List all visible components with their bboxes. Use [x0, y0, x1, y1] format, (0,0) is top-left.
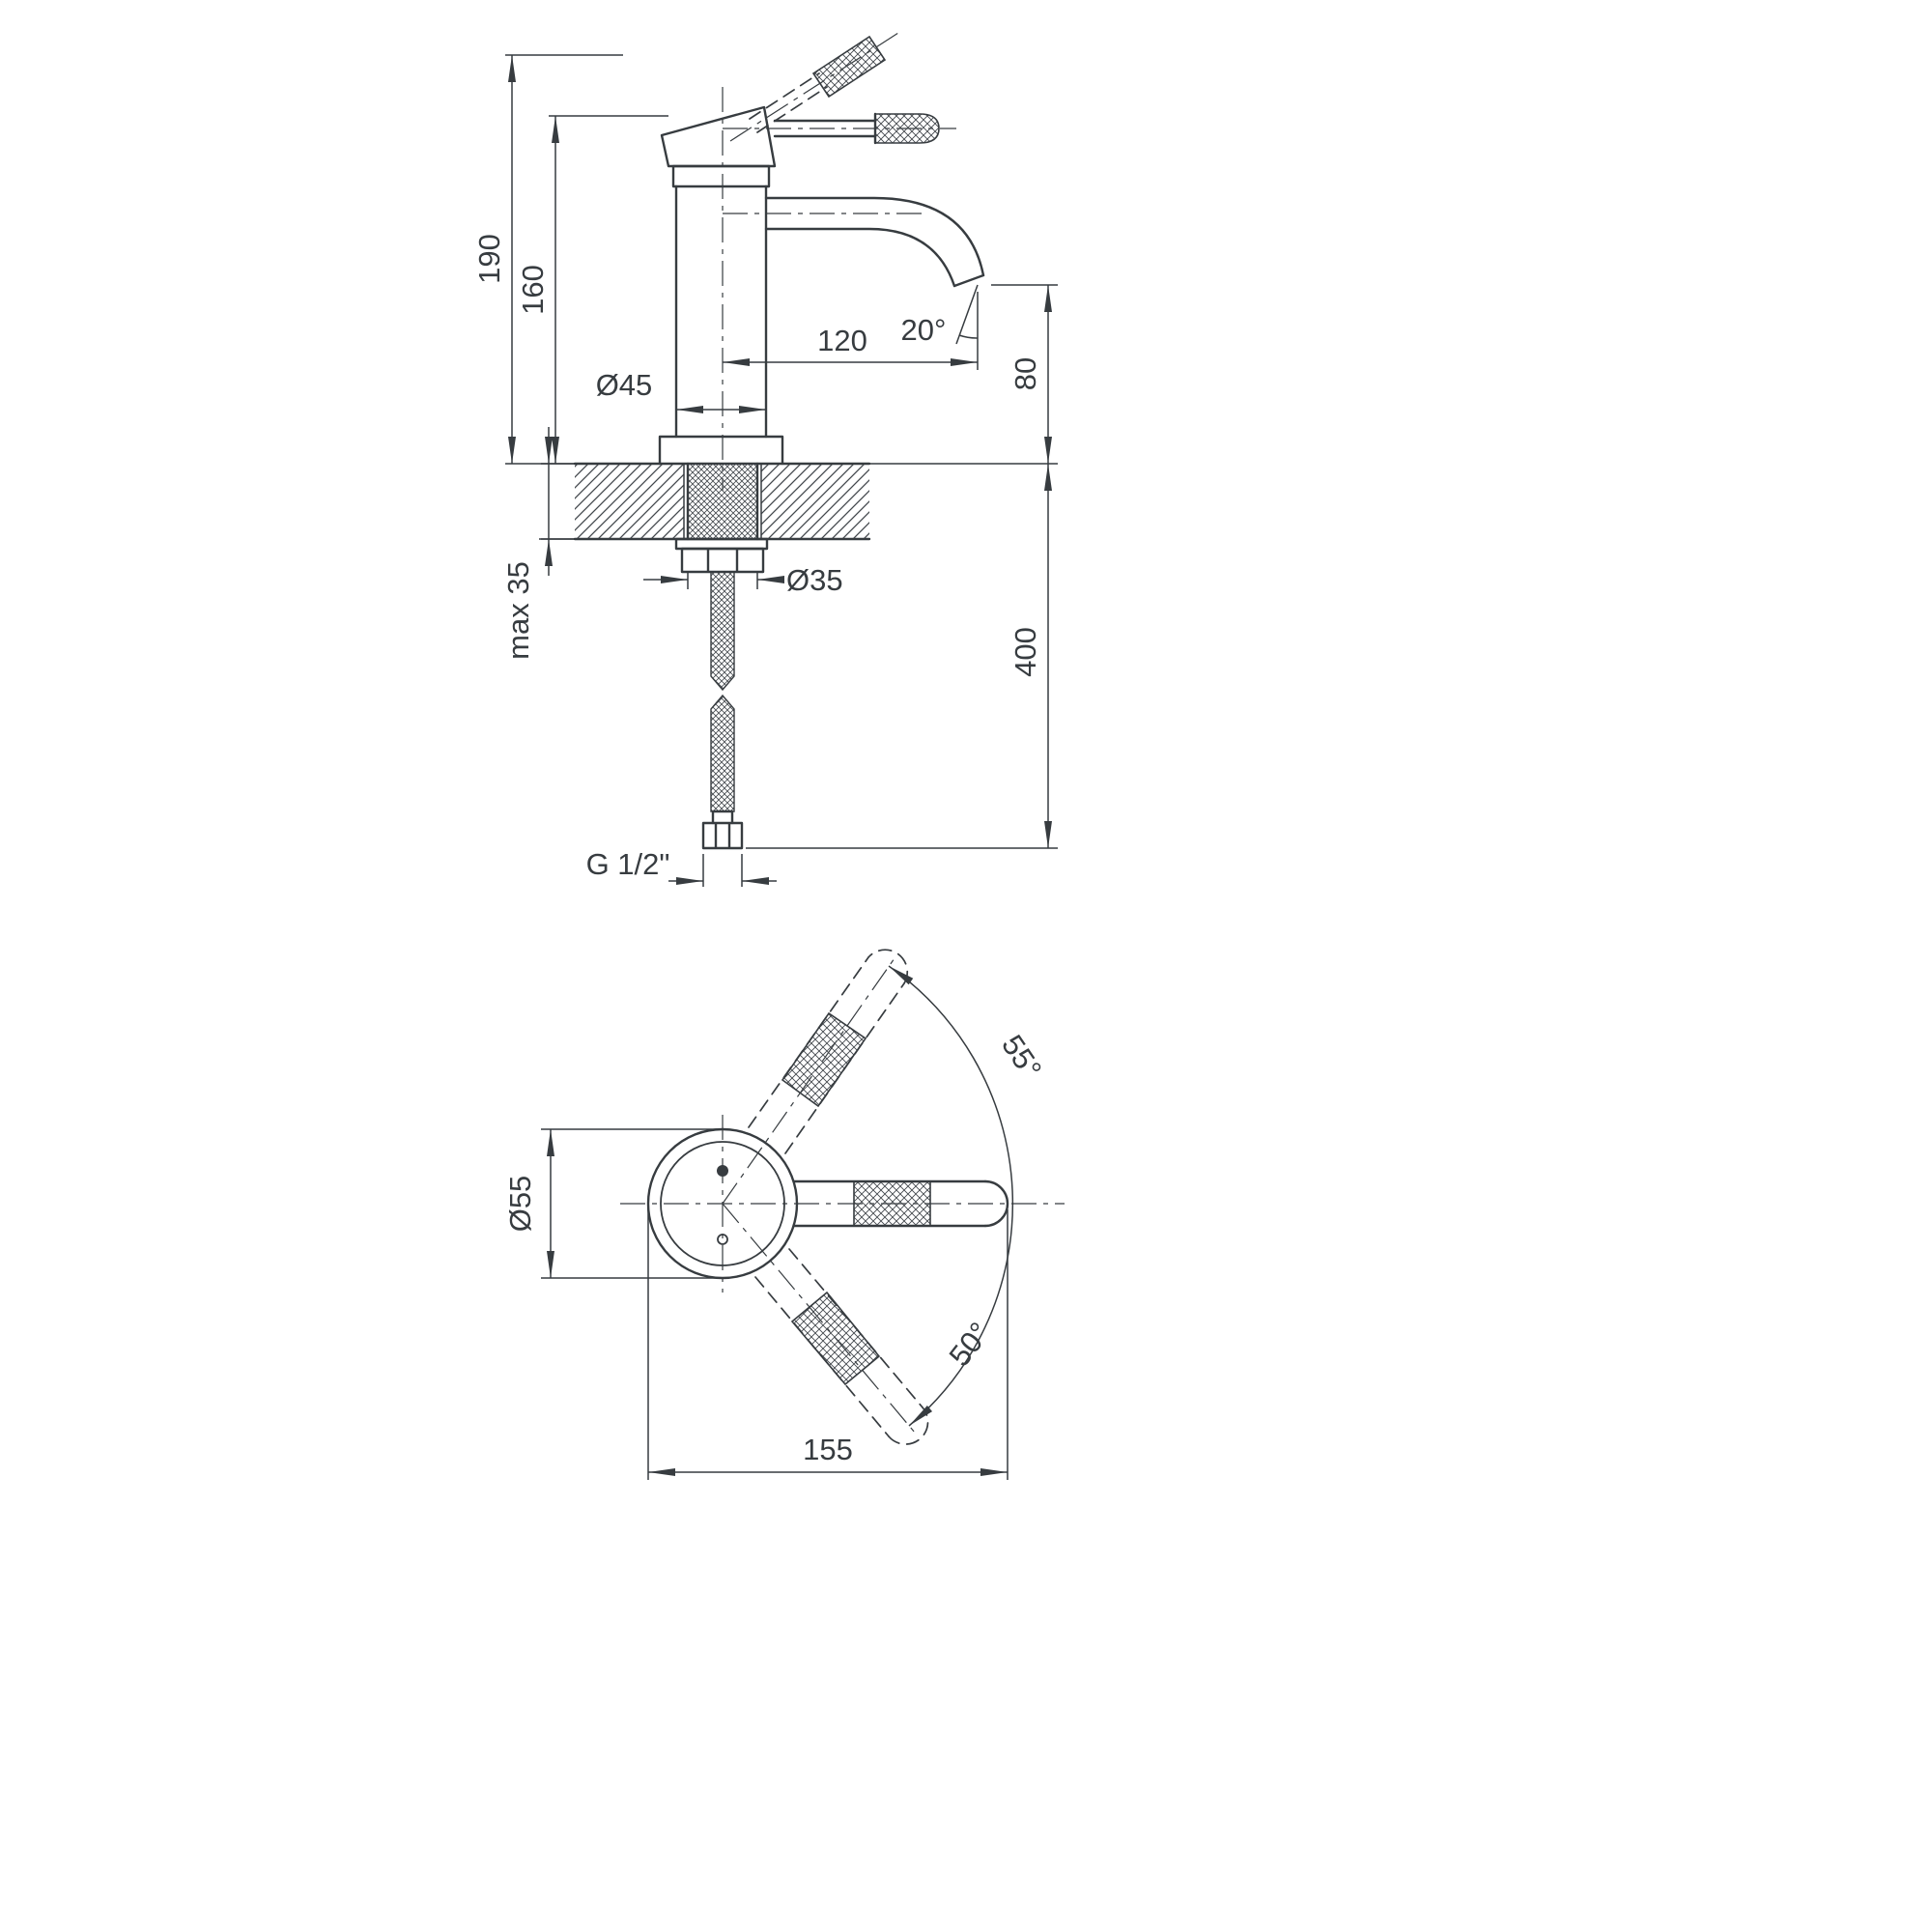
spout-tip-face — [952, 273, 985, 288]
dim-max-deck-thickness-label: max 35 — [501, 561, 535, 660]
counter-hole-edges — [683, 464, 762, 539]
dim-spout-reach-label: 120 — [817, 324, 867, 357]
hose-fitting-stub — [711, 810, 734, 825]
countertop-section — [505, 462, 1058, 541]
dim-body-height: 160 — [516, 115, 668, 464]
dim-thread-size: G 1/2" — [586, 847, 777, 887]
hose-fitting-nut — [701, 821, 744, 850]
supply-hose — [701, 571, 1058, 850]
handle-top-end-cap — [983, 1179, 1009, 1228]
dim-handle-length-label: 155 — [803, 1433, 853, 1466]
body-collar — [671, 164, 771, 188]
dim-shank-diameter-label: Ø35 — [786, 563, 843, 597]
dim-shank-diameter: Ø35 — [643, 563, 843, 597]
counter-hatch-left — [575, 465, 684, 538]
dim-spout-angle-label: 20° — [901, 313, 947, 347]
centerlines-front — [722, 32, 956, 491]
shank-thread-texture — [688, 464, 757, 539]
dim-body-diameter-front-label: Ø45 — [596, 368, 653, 402]
handle-top-knurl — [853, 1180, 931, 1227]
body-outer-circle — [646, 1127, 799, 1280]
dim-body-diameter-top-label: Ø55 — [503, 1176, 537, 1233]
dim-spout-reach: 120 — [723, 292, 979, 370]
dim-max-deck-thickness: max 35 — [501, 427, 578, 660]
spout-inner-line — [764, 227, 956, 288]
cartridge-cap-tilted — [660, 105, 777, 168]
dim-spout-outlet-height-label: 80 — [1009, 357, 1042, 390]
shank-washer — [674, 537, 769, 551]
dim-hose-length: 400 — [1009, 464, 1052, 848]
dim-total-height: 190 — [472, 54, 623, 464]
body-sides — [674, 185, 768, 439]
hose-upper-segment — [710, 571, 735, 692]
body-top-circle — [646, 1127, 799, 1280]
handle-knurl-grip — [874, 113, 940, 144]
mounting-shank — [674, 462, 769, 574]
cap-hole — [717, 1234, 728, 1245]
body-inner-circle — [660, 1141, 785, 1266]
faucet-handle-horizontal — [773, 112, 940, 145]
handle-swing-up-dashed — [748, 949, 909, 1154]
shank-nut — [680, 547, 765, 574]
counter-hatch-right — [761, 465, 869, 538]
dim-body-height-label: 160 — [516, 265, 550, 315]
dim-spout-outlet-height: 80 — [991, 284, 1058, 464]
faucet-handle-raised-dashed — [749, 35, 887, 133]
dim-total-height-label: 190 — [472, 234, 506, 284]
dim-thread-size-label: G 1/2" — [586, 847, 670, 881]
top-view: 55° 50° Ø55 155 — [503, 949, 1065, 1480]
cap-screw-dot — [717, 1165, 728, 1177]
shank-sides — [686, 462, 759, 541]
handle-swing-down-dashed — [754, 1248, 929, 1445]
dim-handle-length: 155 — [647, 1209, 1009, 1480]
swing-arc — [888, 965, 1014, 1427]
front-view: 20° 190 — [472, 32, 1058, 887]
dim-body-diameter-top: Ø55 — [503, 1128, 717, 1279]
dim-swing-upper-label: 55° — [995, 1029, 1048, 1085]
swing-down-knurl — [790, 1291, 881, 1386]
spout-outer-line — [764, 196, 985, 277]
swing-up-knurl — [781, 1011, 867, 1108]
base-flange — [658, 435, 784, 466]
dim-swing-lower-label: 50° — [943, 1316, 997, 1372]
hose-lower-segment — [710, 694, 735, 812]
dim-hose-length-label: 400 — [1009, 627, 1042, 677]
raised-handle-rod — [749, 72, 828, 133]
raised-handle-knurl — [811, 35, 887, 99]
dim-spout-angle: 20° — [901, 284, 979, 347]
dim-body-diameter-front: Ø45 — [596, 368, 766, 413]
faucet-spout — [764, 196, 985, 288]
handle-rod — [773, 119, 877, 138]
